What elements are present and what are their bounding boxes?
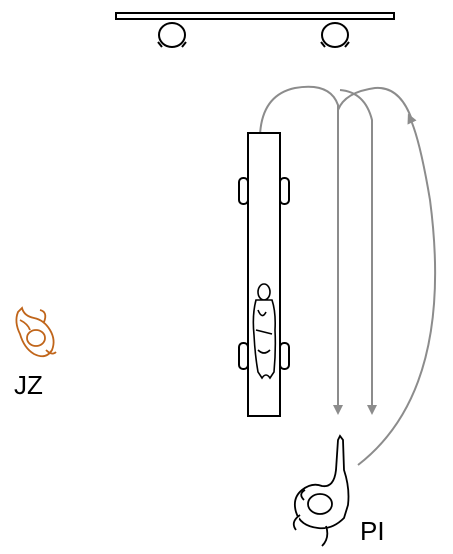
path-return [357,113,437,466]
path-loop-left [259,85,343,415]
jz-label: JZ [14,370,43,400]
path-top-arc [337,86,413,121]
movement-paths [259,85,437,466]
pi-label: PI [360,516,385,546]
jz-figure-icon [15,306,57,358]
pi-figure-icon [292,434,350,547]
patient-icon [252,283,277,380]
path-loop-middle [339,89,377,415]
top-table-icon [115,12,395,48]
